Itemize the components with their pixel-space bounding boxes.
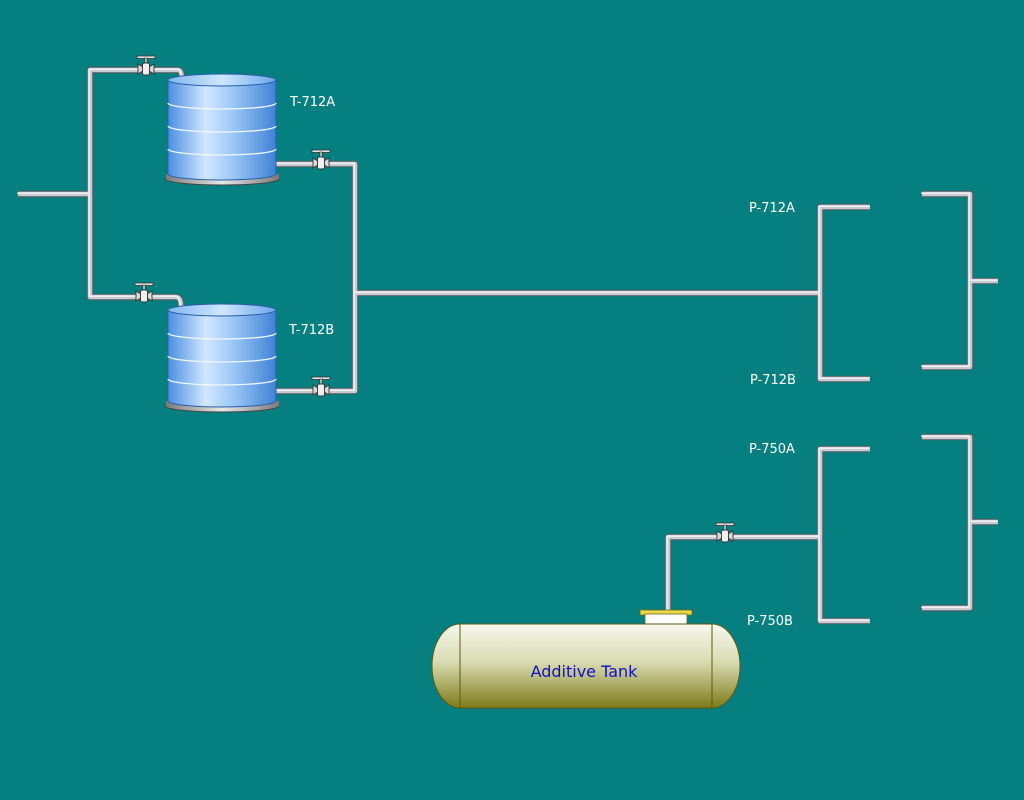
tank-t-712b[interactable] xyxy=(164,303,280,413)
gate-valve-icon[interactable] xyxy=(134,282,154,303)
pump-p-712a-label: P-712A xyxy=(749,201,795,216)
tank-b-label: T-712B xyxy=(288,323,334,338)
piping-network xyxy=(17,66,998,625)
gate-valve-icon[interactable] xyxy=(311,149,331,170)
tank-t-712a[interactable] xyxy=(164,73,280,186)
pump-p-750b-label: P-750B xyxy=(747,614,793,629)
gate-valve-icon[interactable] xyxy=(311,376,331,397)
gate-valve-icon[interactable] xyxy=(715,522,735,543)
pump-p-750a-label: P-750A xyxy=(749,442,795,457)
additive-tank[interactable] xyxy=(431,609,741,709)
gate-valve-icon[interactable] xyxy=(136,55,156,76)
additive-tank-label: Additive Tank xyxy=(531,662,639,681)
pump-p-712b-label: P-712B xyxy=(750,373,796,388)
tank-a-label: T-712A xyxy=(289,95,335,110)
